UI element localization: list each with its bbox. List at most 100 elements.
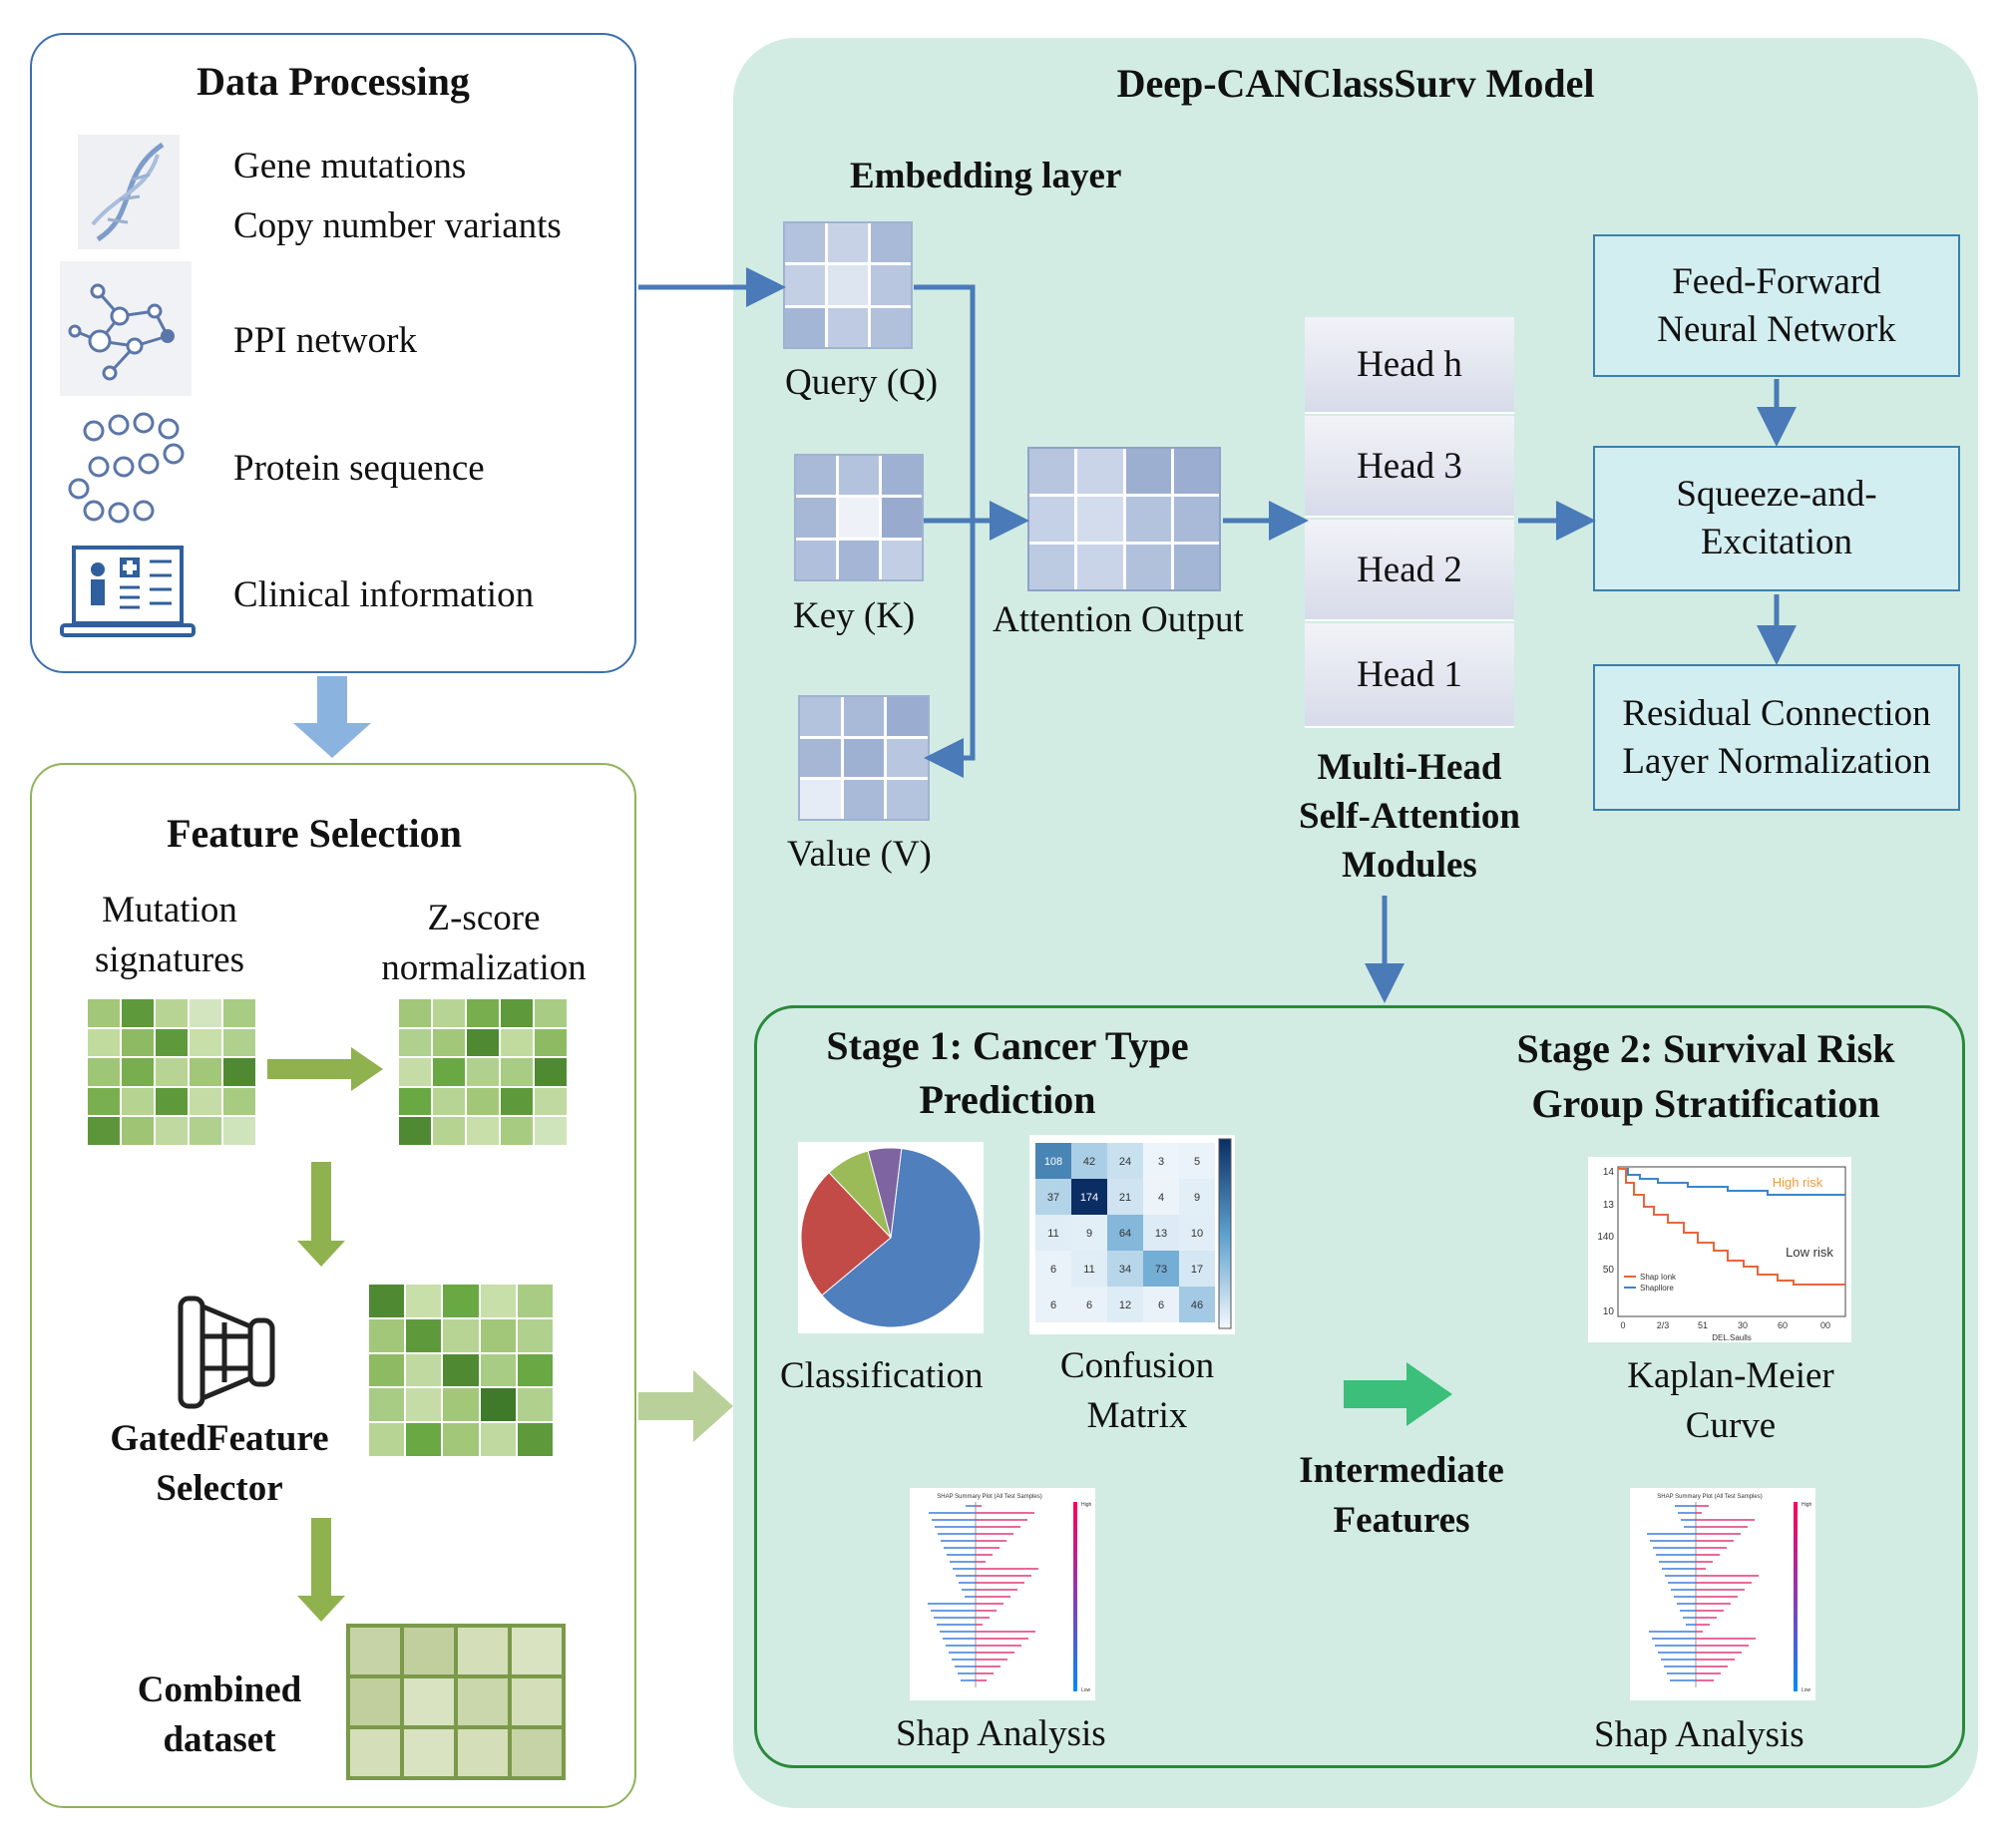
km-curve-high (1618, 1168, 1845, 1196)
matrix-cell (88, 1058, 120, 1086)
matrix-cell (535, 1087, 567, 1116)
km-y-tick: 14 (1603, 1167, 1615, 1178)
head-1: Head 1 (1305, 623, 1514, 728)
confusion-value: 6 (1050, 1264, 1056, 1276)
matrix-cell (404, 1628, 454, 1674)
matrix-cell (406, 1388, 442, 1422)
km-y-tick: 140 (1597, 1232, 1614, 1243)
km-axes (1617, 1166, 1846, 1317)
matrix-cell (458, 1729, 508, 1776)
matrix-cell (433, 1058, 465, 1086)
confusion-value: 3 (1158, 1156, 1164, 1168)
clinical-laptop-icon (60, 542, 196, 641)
confusion-cell (1143, 1179, 1179, 1215)
pie-slice-purple (867, 1147, 903, 1239)
confusion-value: 6 (1158, 1299, 1164, 1311)
confusion-cell (1179, 1251, 1215, 1287)
matrix-cell (122, 999, 154, 1027)
matrix-cell (88, 1117, 120, 1145)
km-legend-label: Shap Ionk (1640, 1273, 1677, 1282)
mhsa-label: Multi-Head Self-Attention Modules (1299, 747, 1520, 886)
matrix-cell (1173, 449, 1219, 494)
kaplan-meier-label: Kaplan-Meier Curve (1627, 1355, 1834, 1446)
matrix-cell (369, 1353, 405, 1387)
embedding-layer-label: Embedding layer (850, 156, 1122, 196)
km-curve-low (1618, 1168, 1845, 1286)
confusion-cell (1035, 1287, 1071, 1322)
key-label: Key (K) (793, 595, 916, 636)
matrix-cell (839, 498, 879, 538)
stages-panel (754, 1005, 1965, 1768)
matrix-cell (433, 1117, 465, 1145)
matrix-cell (122, 1058, 154, 1086)
matrix-cell (443, 1388, 479, 1422)
combined-dataset-label: Combined dataset (137, 1669, 302, 1760)
matrix-cell (399, 999, 431, 1027)
confusion-value: 21 (1119, 1192, 1131, 1204)
query-label: Query (Q) (785, 362, 939, 403)
matrix-cell (512, 1729, 562, 1776)
confusion-cell (1143, 1287, 1179, 1322)
pie-slice-red (800, 1172, 892, 1296)
confusion-value: 9 (1194, 1192, 1200, 1204)
matrix-cell (88, 1087, 120, 1116)
matrix-cell (156, 1087, 188, 1116)
matrix-cell (122, 1117, 154, 1145)
confusion-cell (1071, 1215, 1107, 1251)
matrix-cell (535, 999, 567, 1027)
matrix-cell (223, 999, 255, 1027)
matrix-cell (223, 1058, 255, 1086)
shap-plot-stage2: SHAP Summary Plot (All Test Samples)High… (1630, 1488, 1815, 1700)
matrix-cell (480, 1388, 516, 1422)
matrix-cell (517, 1423, 553, 1456)
matrix-cell (406, 1285, 442, 1317)
matrix-cell (828, 307, 868, 347)
matrix-cell (350, 1678, 400, 1725)
shap-colorbar (1794, 1502, 1798, 1691)
intermediate-features-arrow (1344, 1362, 1452, 1426)
matrix-cell (1125, 497, 1171, 542)
data-processing-title: Data Processing (197, 59, 470, 104)
matrix-cell (369, 1423, 405, 1456)
head-h: Head h (1305, 317, 1514, 414)
matrix-cell (512, 1628, 562, 1674)
matrix-cell (535, 1028, 567, 1057)
matrix-cell (501, 1087, 533, 1116)
shap-high-label: High (1802, 1502, 1812, 1508)
matrix-cell (223, 1028, 255, 1057)
combined-dataset-table (346, 1624, 566, 1780)
km-x-tick: 0 (1620, 1320, 1625, 1330)
matrix-cell (443, 1353, 479, 1387)
matrix-cell (190, 999, 221, 1027)
sig-to-zscore-arrow (267, 1047, 383, 1091)
matrix-cell (458, 1678, 508, 1725)
model-title: Deep-CANClassSurv Model (1116, 61, 1595, 106)
matrix-cell (190, 1117, 221, 1145)
km-x-tick: 60 (1778, 1320, 1788, 1330)
matrix-cell (887, 738, 928, 778)
km-x-tick: 30 (1738, 1320, 1748, 1330)
confusion-value: 24 (1119, 1156, 1131, 1168)
matrix-cell (443, 1423, 479, 1456)
matrix-cell (800, 738, 841, 778)
matrix-cell (399, 1087, 431, 1116)
km-x-label: DEL.Saulls (1712, 1333, 1752, 1342)
confusion-value: 13 (1155, 1228, 1167, 1240)
matrix-cell (843, 780, 885, 819)
matrix-cell (480, 1285, 516, 1317)
attention-output-label: Attention Output (993, 599, 1244, 640)
confusion-value: 108 (1044, 1156, 1062, 1168)
matrix-cell (369, 1318, 405, 1352)
confusion-matrix-label: Confusion Matrix (1059, 1345, 1215, 1436)
matrix-cell (404, 1678, 454, 1725)
gene-mutations-label: Gene mutations (233, 146, 467, 186)
matrix-cell (399, 1058, 431, 1086)
confusion-cell (1107, 1215, 1143, 1251)
matrix-cell (399, 1117, 431, 1145)
matrix-cell (535, 1058, 567, 1086)
confusion-cell (1107, 1179, 1143, 1215)
matrix-cell (369, 1388, 405, 1422)
matrix-cell (443, 1285, 479, 1317)
